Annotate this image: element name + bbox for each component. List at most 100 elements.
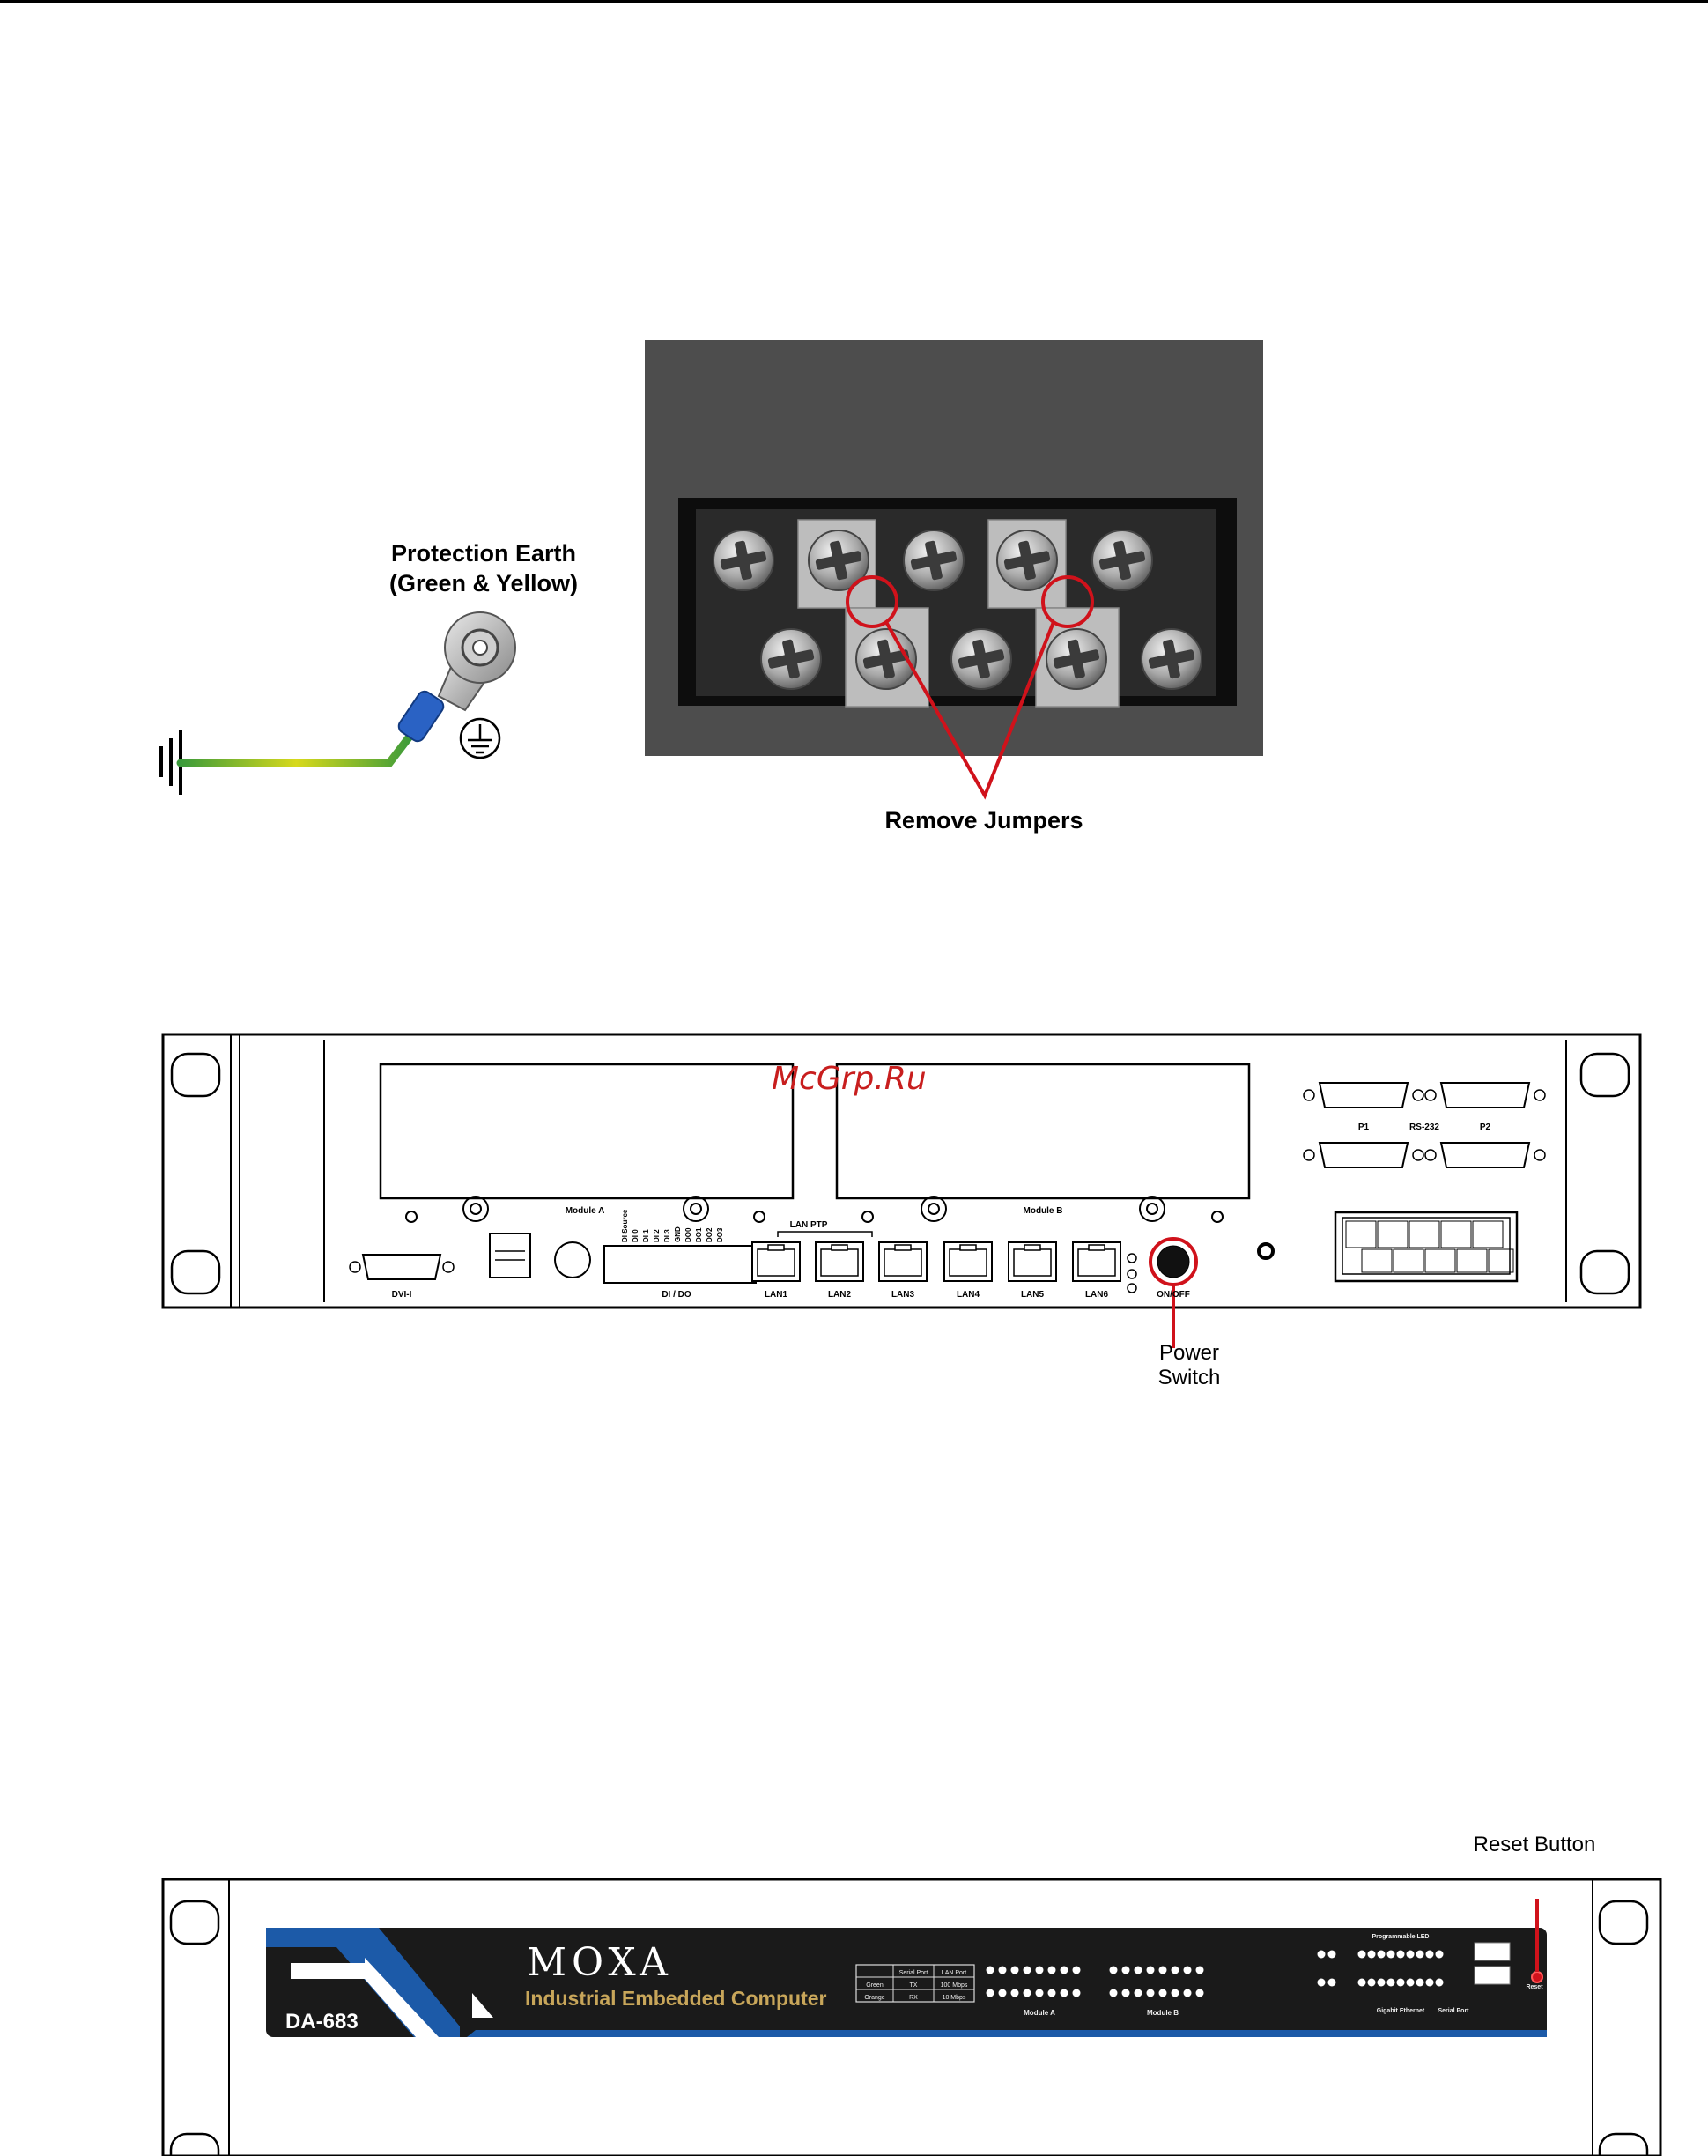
table-cell: 10 Mbps	[943, 1995, 966, 2001]
p1-label: P1	[1358, 1122, 1370, 1132]
usb-ports	[489, 1233, 531, 1278]
led-dot	[1386, 1950, 1395, 1959]
led-dot	[1060, 1989, 1068, 1997]
lan-ptp-label: LAN PTP	[790, 1220, 828, 1230]
led-dot	[1327, 1950, 1336, 1959]
dio-pin-label: DI Source	[621, 1209, 629, 1242]
led-dot	[1435, 1950, 1444, 1959]
figure-grounding: Protection Earth (Green & Yellow)	[159, 340, 1263, 834]
led-dot	[1134, 1966, 1142, 1974]
led-dot	[1317, 1978, 1326, 1987]
protective-earth-icon	[459, 717, 501, 759]
earth-wire	[176, 729, 417, 767]
serial-port-label: Serial Port	[1438, 2008, 1469, 2014]
led-dot	[1367, 1950, 1376, 1959]
lan1-port	[751, 1241, 801, 1282]
figure-rear-panel	[161, 1033, 1642, 1348]
screw	[713, 530, 774, 591]
led-dot	[1416, 1978, 1424, 1987]
led-dot	[1367, 1978, 1376, 1987]
led-dot	[1386, 1978, 1395, 1987]
screw	[950, 628, 1012, 690]
table-header-serial: Serial Port	[899, 1970, 928, 1976]
gigabit-ethernet-label: Gigabit Ethernet	[1377, 2008, 1425, 2014]
led-dot	[1035, 1966, 1044, 1974]
module-b-label: Module B	[1024, 1206, 1063, 1216]
screw	[1141, 628, 1202, 690]
led-dot	[1195, 1989, 1204, 1997]
dio-pin-label: GND	[674, 1226, 682, 1242]
power-switch-callout-line2: Switch	[1158, 1366, 1221, 1389]
led-dot	[1023, 1966, 1031, 1974]
led-dot	[1010, 1966, 1019, 1974]
led-dot	[1035, 1989, 1044, 1997]
led-dot	[1327, 1978, 1336, 1987]
led-dot	[998, 1989, 1007, 1997]
led-dot	[986, 1966, 994, 1974]
port-label: ON/OFF	[1157, 1290, 1190, 1300]
model-label: DA-683	[285, 2010, 359, 2034]
dio-pin-label: DO3	[716, 1227, 724, 1242]
power-switch[interactable]	[1149, 1237, 1198, 1286]
lan6-port	[1072, 1241, 1121, 1282]
led-dot	[1377, 1950, 1386, 1959]
lan2-port	[815, 1241, 864, 1282]
power-terminal-block	[1334, 1211, 1519, 1283]
led-dot	[1072, 1966, 1081, 1974]
led-dot	[1435, 1978, 1444, 1987]
power-switch-callout-line1: Power	[1159, 1341, 1219, 1365]
front-faceplate	[266, 1928, 1547, 2037]
table-header-lan: LAN Port	[942, 1970, 966, 1976]
brand-logo: MOXA	[527, 1940, 673, 1985]
screw	[1091, 530, 1153, 591]
led-dot	[1158, 1966, 1167, 1974]
programmable-led-label: Programmable LED	[1372, 1934, 1430, 1940]
front-module-b-label: Module B	[1147, 2009, 1179, 2017]
table-cell: TX	[910, 1982, 918, 1989]
port-label: LAN5	[1021, 1290, 1045, 1300]
ps2-port	[554, 1241, 591, 1278]
led-dot	[1396, 1978, 1405, 1987]
page-top-rule	[0, 0, 1708, 3]
dio-pin-label: DO0	[684, 1227, 692, 1242]
led-dot	[1146, 1989, 1155, 1997]
led-dot	[1134, 1989, 1142, 1997]
table-cell: 100 Mbps	[941, 1982, 968, 1989]
led-dot	[1183, 1966, 1192, 1974]
dio-pin-label: DI 3	[663, 1229, 671, 1242]
table-cell: RX	[909, 1995, 918, 2001]
led-dot	[986, 1989, 994, 1997]
wire-sleeve	[397, 690, 445, 743]
led-dot	[1047, 1989, 1056, 1997]
led-dot	[1121, 1966, 1130, 1974]
led-dot	[1171, 1989, 1179, 1997]
led-dot	[1425, 1950, 1434, 1959]
port-label: DI / DO	[662, 1290, 691, 1300]
led-dot	[1425, 1978, 1434, 1987]
lan3-port	[878, 1241, 928, 1282]
led-dot	[1416, 1950, 1424, 1959]
module-b-bay	[835, 1063, 1251, 1200]
led-dot	[1377, 1978, 1386, 1987]
dio-pin-label: DI 2	[653, 1229, 661, 1242]
led-dot	[1183, 1989, 1192, 1997]
watermark: McGrp.Ru	[772, 1061, 927, 1097]
ring-lug-icon	[437, 611, 516, 712]
remove-jumpers-label: Remove Jumpers	[884, 807, 1083, 834]
port-label: LAN6	[1085, 1290, 1109, 1300]
reset-button[interactable]	[1531, 1971, 1543, 1983]
screw	[760, 628, 822, 690]
module-a-label: Module A	[566, 1206, 605, 1216]
led-dot	[1121, 1989, 1130, 1997]
port-label: LAN1	[765, 1290, 788, 1300]
dio-pin-label: DI 1	[642, 1229, 650, 1242]
lan5-port	[1008, 1241, 1057, 1282]
pe-label-line2: (Green & Yellow)	[389, 570, 578, 596]
port-label: DVI-I	[392, 1290, 412, 1300]
front-module-a-label: Module A	[1024, 2009, 1055, 2017]
led-dot	[1023, 1989, 1031, 1997]
port-label: LAN3	[891, 1290, 915, 1300]
port-labels: DVI-I DI / DO LAN1 LAN2 LAN3 LAN4 LAN5 L…	[392, 1290, 1190, 1300]
led-dot	[1010, 1989, 1019, 1997]
